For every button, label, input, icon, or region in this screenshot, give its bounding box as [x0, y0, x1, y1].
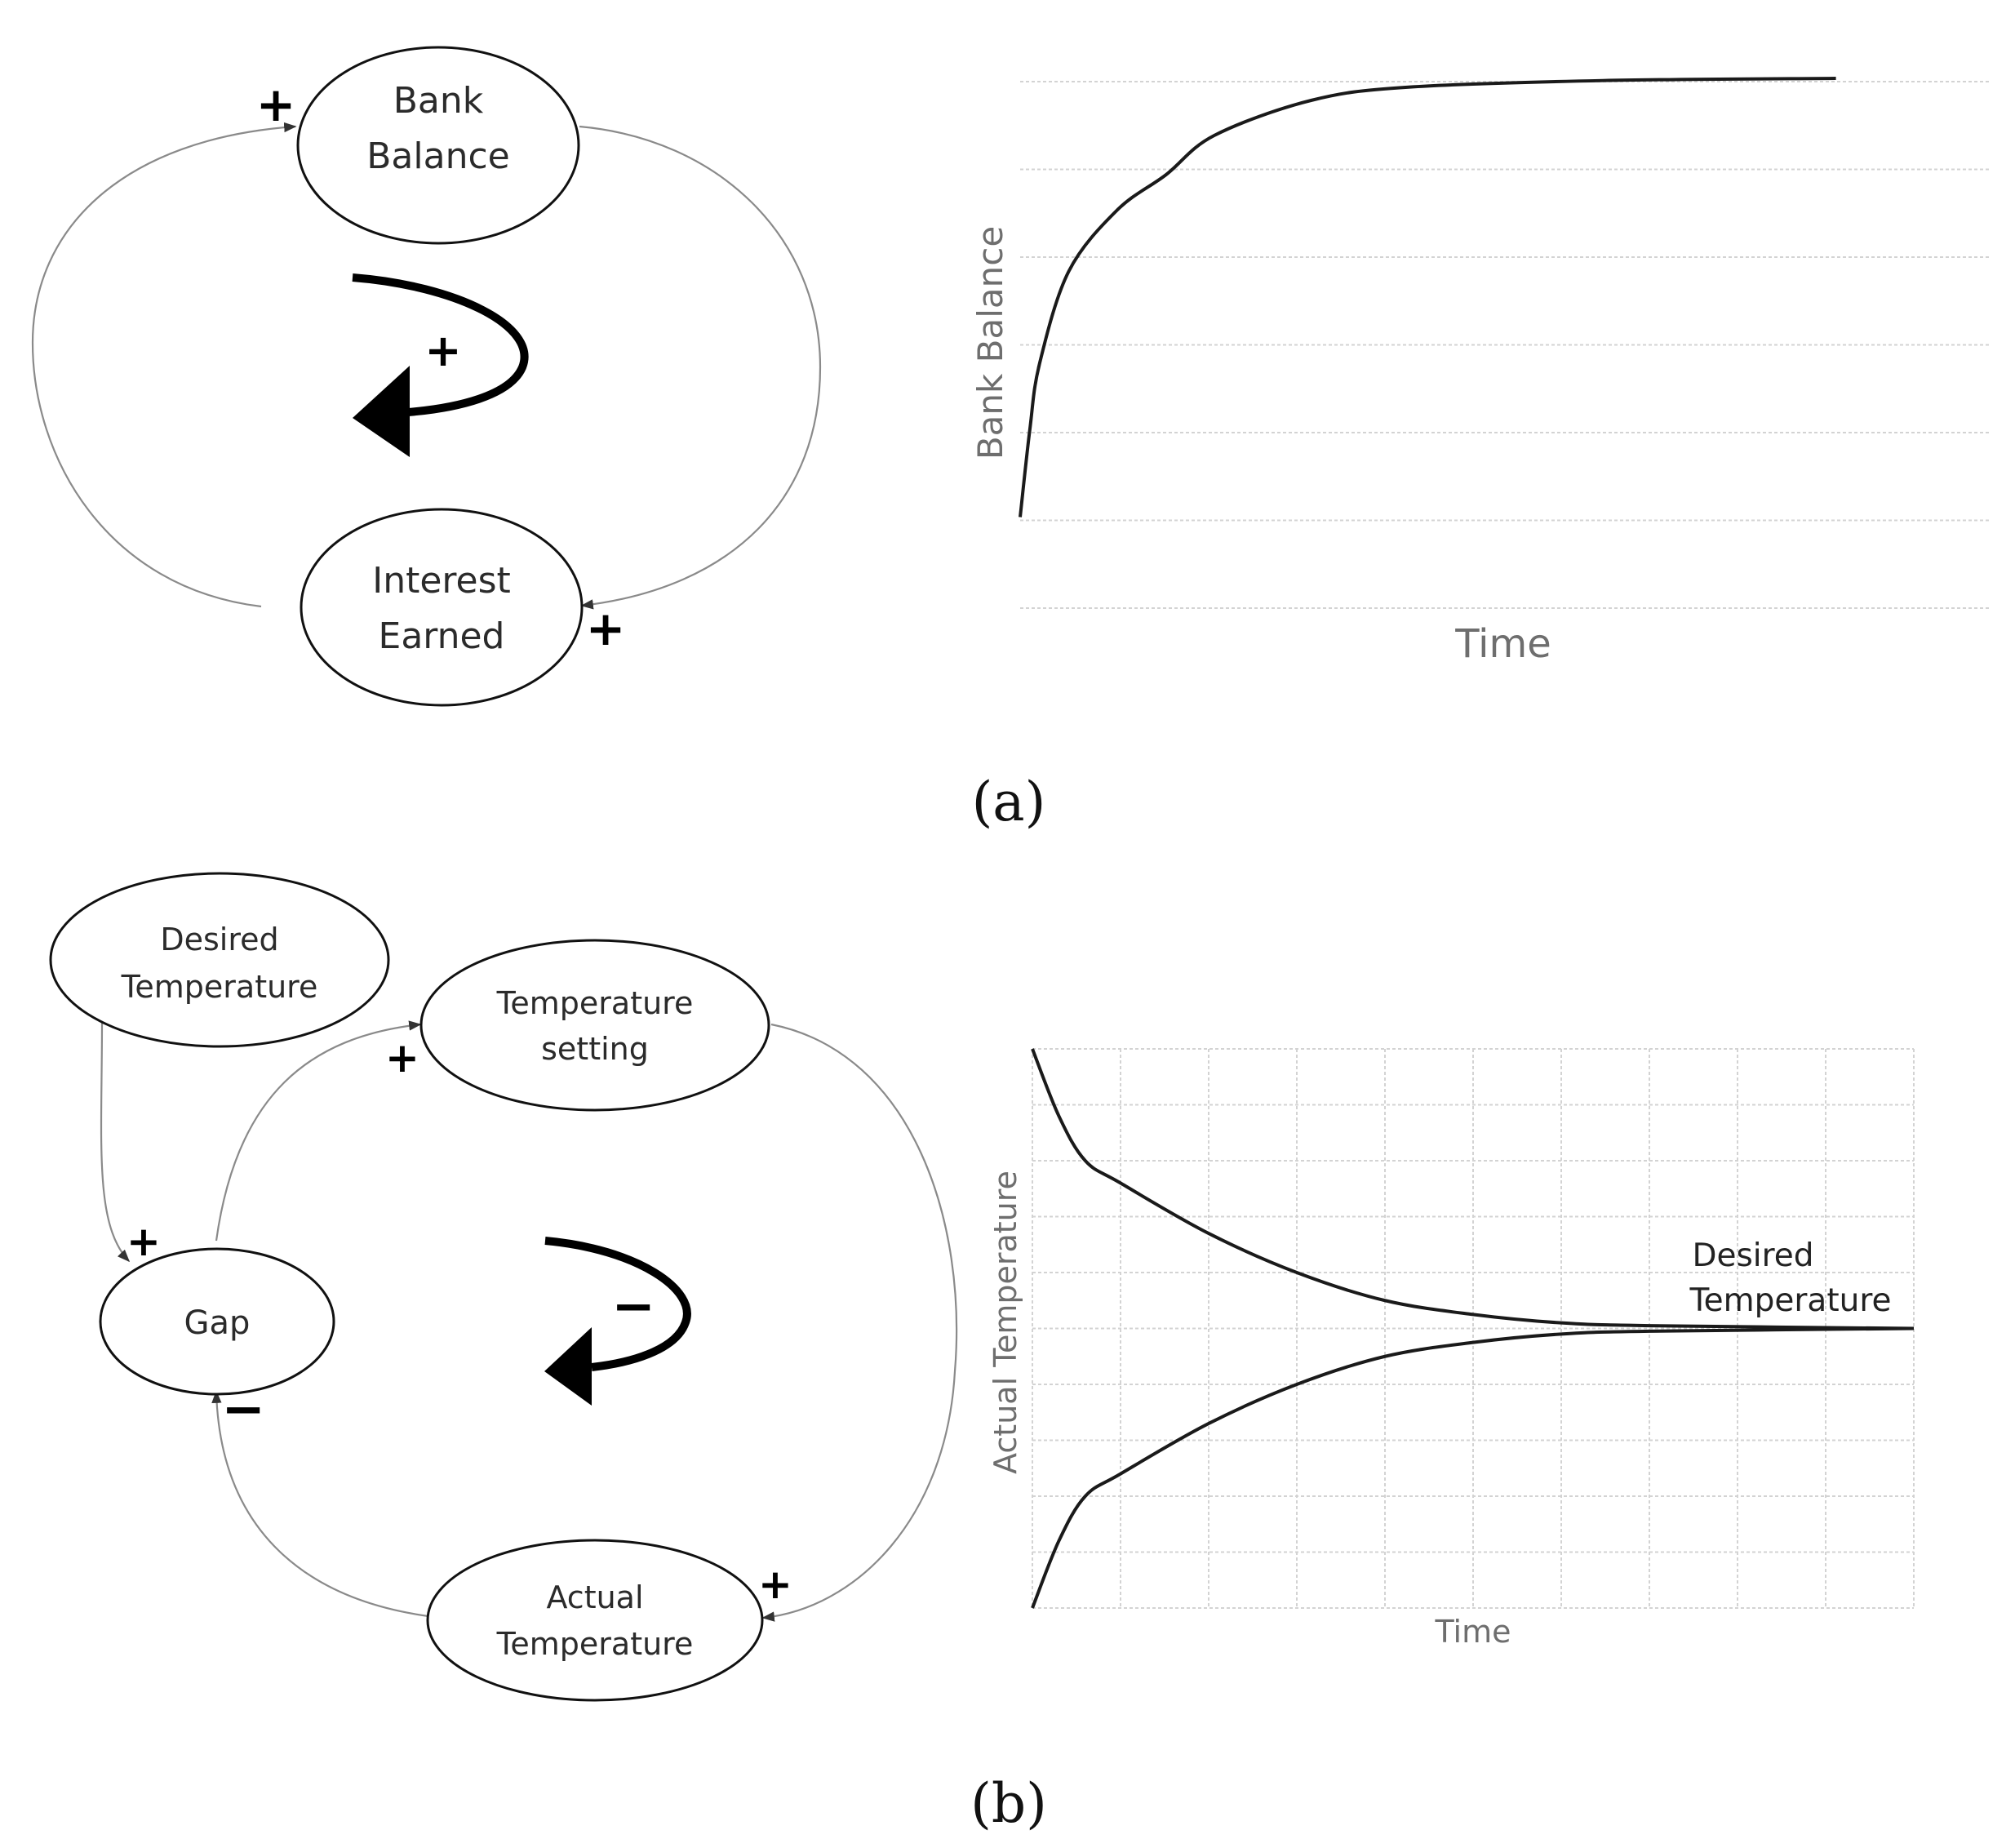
chart-b-gridlines	[1032, 1048, 1915, 1609]
chart-a-gridlines	[1020, 81, 1991, 609]
chart-a-xlabel: Time	[1454, 621, 1551, 667]
node-desired-temperature-label-1: Desired	[160, 922, 278, 957]
sign-desired-to-gap: +	[126, 1218, 161, 1265]
node-bank-balance	[296, 46, 580, 245]
node-bank-balance-label-1: Bank	[393, 80, 484, 122]
chart-b-annotation-line-2: Temperature	[1689, 1282, 1891, 1319]
link-gap-to-setting	[215, 1020, 422, 1242]
node-temperature-setting	[419, 939, 770, 1112]
node-actual-temperature	[426, 1539, 764, 1702]
chart-b: Actual Temperature Time Desired Temperat…	[988, 1048, 1915, 1650]
chart-a: Bank Balance Time	[970, 77, 1991, 667]
chart-b-annotation-line-1: Desired	[1692, 1237, 1813, 1274]
node-interest-earned	[300, 508, 584, 707]
node-temperature-setting-label-2: setting	[541, 1031, 649, 1067]
node-interest-earned-label-2: Earned	[379, 615, 505, 657]
diagram-a: Bank Balance Interest Earned + + +	[31, 46, 822, 707]
node-interest-earned-label-1: Interest	[372, 560, 511, 602]
node-actual-temperature-label-2: Temperature	[496, 1626, 694, 1662]
node-actual-temperature-label-1: Actual	[546, 1579, 643, 1615]
node-gap	[99, 1247, 335, 1396]
link-balance-to-interest	[579, 125, 822, 610]
link-setting-to-actual	[761, 1023, 958, 1622]
node-temperature-setting-label-1: Temperature	[496, 985, 694, 1021]
panel-label-b: (b)	[970, 1772, 1047, 1835]
chart-b-xlabel: Time	[1435, 1614, 1511, 1650]
sign-to-actual-temperature: +	[758, 1561, 792, 1608]
loop-polarity-b: −	[611, 1277, 655, 1337]
loop-polarity-a: +	[424, 325, 461, 376]
link-desired-to-gap	[100, 1020, 131, 1263]
sign-to-bank-balance: +	[256, 77, 296, 132]
chart-a-series-line	[1019, 77, 1836, 518]
diagram-b: Desired Temperature Temperature setting …	[49, 872, 958, 1702]
sign-to-interest-earned: +	[586, 601, 626, 656]
chart-a-ylabel: Bank Balance	[970, 226, 1010, 460]
node-desired-temperature-label-2: Temperature	[121, 969, 318, 1005]
panel-label-a: (a)	[972, 771, 1046, 833]
loop-arrowhead-b	[544, 1327, 592, 1406]
loop-arrowhead-a	[353, 366, 410, 457]
node-bank-balance-label-2: Balance	[366, 135, 509, 177]
chart-b-ylabel: Actual Temperature	[988, 1171, 1023, 1474]
sign-actual-to-gap: −	[221, 1379, 265, 1440]
link-interest-to-balance	[31, 122, 297, 608]
chart-b-series-line-1	[1031, 1048, 1915, 1330]
node-desired-temperature	[49, 872, 390, 1048]
loop-arrow-a	[352, 273, 529, 416]
sign-to-temperature-setting: +	[385, 1034, 419, 1082]
link-actual-to-gap	[211, 1390, 429, 1618]
chart-b-series-line-2	[1031, 1326, 1915, 1609]
node-gap-label: Gap	[184, 1304, 251, 1342]
loop-arrow-b	[544, 1237, 691, 1371]
